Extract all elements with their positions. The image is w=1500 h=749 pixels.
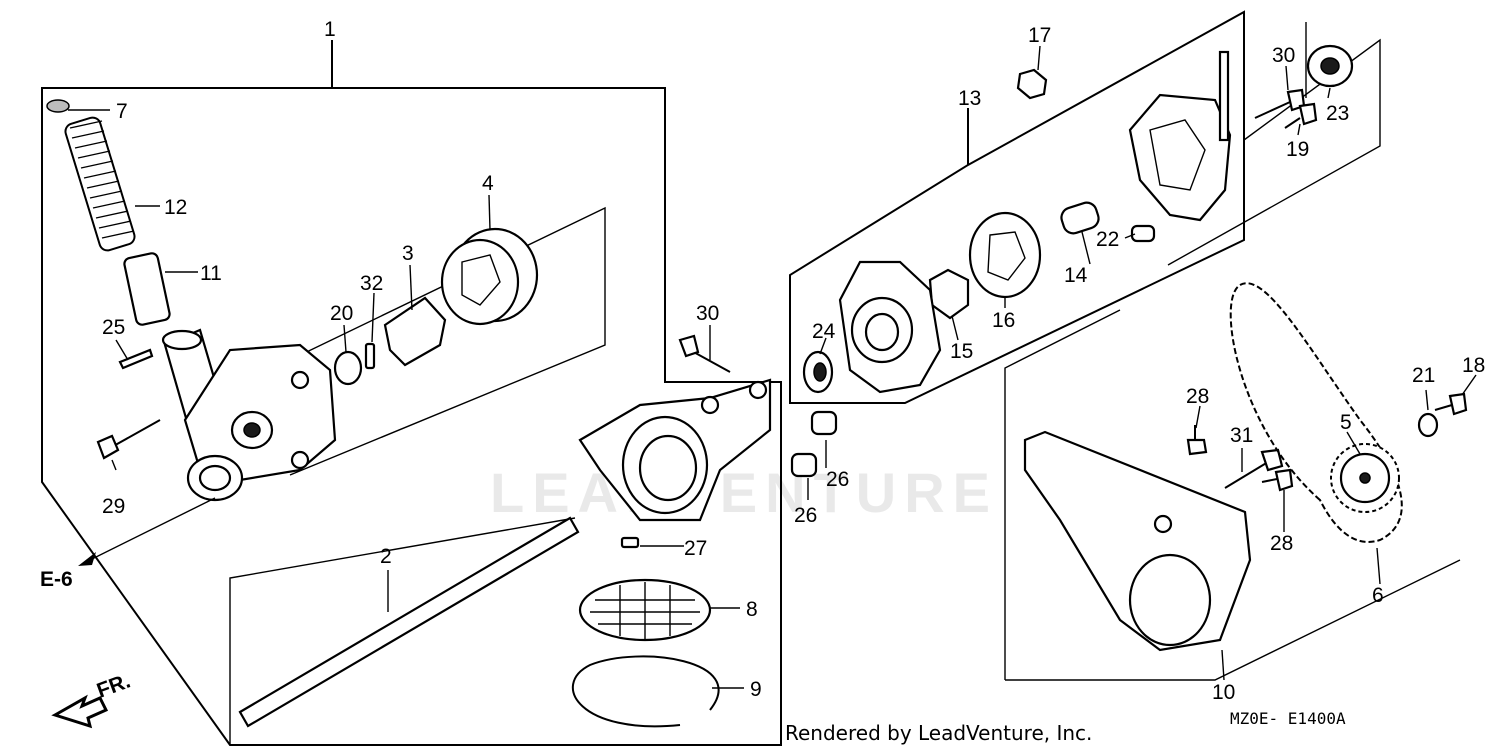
pump-cover-center — [578, 378, 772, 522]
callout-18: 18 — [1462, 354, 1485, 377]
assembly-outline-13 — [789, 10, 1381, 404]
strainer-8 — [578, 578, 712, 642]
callout-9: 9 — [750, 678, 762, 701]
callout-32: 32 — [360, 272, 383, 295]
callout-21: 21 — [1412, 364, 1435, 387]
callout-17: 17 — [1028, 24, 1051, 47]
dowel-32 — [364, 342, 376, 370]
callout-5: 5 — [1340, 411, 1352, 434]
callout-12: 12 — [164, 196, 187, 219]
dowel-26-lower — [790, 452, 818, 478]
shaft-2 — [238, 516, 580, 728]
callout-11: 11 — [200, 262, 222, 285]
chain-6 — [1229, 282, 1403, 543]
callout-4: 4 — [482, 172, 494, 195]
callout-labels: 1 2 3 4 5 6 7 8 9 10 11 12 13 14 15 16 1… — [102, 18, 1485, 704]
reference-e6: E-6 — [40, 568, 73, 591]
callout-30-right: 30 — [1272, 44, 1295, 67]
credit-text: Rendered by LeadVenture, Inc. — [785, 721, 1092, 745]
bolt-29 — [96, 419, 161, 460]
e6-arrowhead — [78, 552, 96, 566]
bolt-28-lower — [1261, 468, 1294, 492]
washer-21 — [1417, 412, 1439, 438]
spring-12 — [64, 116, 136, 252]
callout-30-left: 30 — [696, 302, 719, 325]
assembly-outline-1 — [41, 40, 782, 746]
inner-rotor-15 — [928, 268, 970, 320]
callout-24: 24 — [812, 320, 836, 343]
assembly-outline-10 — [1004, 309, 1461, 681]
pin-27 — [620, 536, 640, 549]
chain-cover-10 — [1023, 430, 1252, 652]
circlip-9 — [571, 655, 720, 728]
dowel-26-upper — [810, 410, 838, 436]
inner-rotor-3 — [383, 296, 447, 367]
sprocket-5 — [1330, 443, 1400, 513]
callout-2: 2 — [380, 545, 392, 568]
callout-3: 3 — [402, 242, 414, 265]
callout-1: 1 — [324, 18, 336, 41]
e6-leader-line — [89, 497, 216, 561]
cap-7 — [46, 99, 70, 113]
outer-rotor-4 — [440, 227, 539, 326]
watermark: LEADVENTURE — [490, 461, 998, 524]
sleeve-11 — [123, 252, 171, 326]
callout-8: 8 — [746, 598, 758, 621]
callout-25: 25 — [102, 316, 125, 339]
pin-25 — [118, 348, 154, 370]
bolt-31 — [1224, 448, 1284, 489]
callout-26-left: 26 — [794, 504, 817, 527]
callout-22: 22 — [1096, 228, 1119, 251]
diagram-code: MZ0E- E1400A — [1230, 709, 1346, 728]
callout-10: 10 — [1212, 681, 1235, 704]
callout-19: 19 — [1286, 138, 1309, 161]
front-direction-arrow — [51, 694, 109, 729]
pump-body-13 — [838, 260, 942, 394]
callout-15: 15 — [950, 340, 973, 363]
pump-body-left — [161, 328, 337, 502]
callout-7: 7 — [116, 100, 128, 123]
collar-14 — [1060, 201, 1100, 235]
pump-housing-right — [1128, 50, 1232, 222]
callout-27: 27 — [684, 537, 707, 560]
callout-31: 31 — [1230, 424, 1253, 447]
dowel-22 — [1130, 224, 1156, 243]
callout-6: 6 — [1372, 584, 1384, 607]
callout-20: 20 — [330, 302, 353, 325]
callout-26-right: 26 — [826, 468, 849, 491]
callout-14: 14 — [1064, 264, 1088, 287]
callout-28-upper: 28 — [1186, 385, 1209, 408]
callout-29: 29 — [102, 495, 125, 518]
callout-28-lower: 28 — [1270, 532, 1293, 555]
seal-20 — [333, 350, 363, 386]
callout-23: 23 — [1326, 102, 1349, 125]
bolt-28-upper — [1186, 425, 1208, 456]
bolt-19 — [1284, 102, 1318, 129]
bolt-18 — [1434, 392, 1468, 416]
callout-16: 16 — [992, 309, 1015, 332]
nut-17 — [1016, 68, 1048, 100]
bearing-23 — [1306, 44, 1354, 88]
outer-rotor-16 — [968, 211, 1042, 299]
leader-lines — [68, 45, 1477, 689]
seal-24 — [802, 350, 834, 394]
front-label: FR. — [94, 670, 134, 703]
bolt-30-left — [678, 334, 731, 373]
callout-13: 13 — [958, 87, 981, 110]
